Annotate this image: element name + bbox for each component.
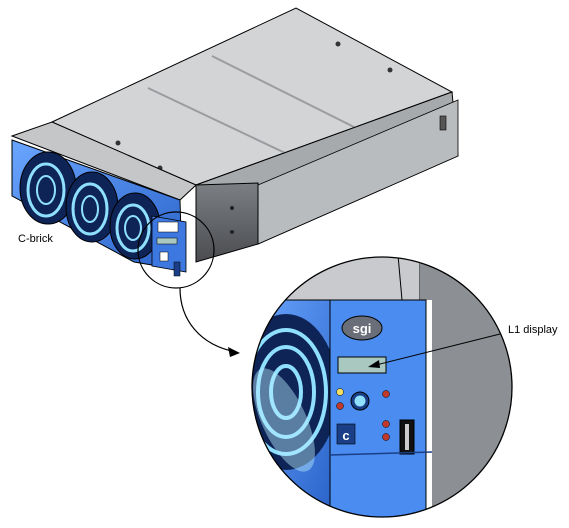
sgi-logo-badge (341, 315, 383, 341)
chassis (10, 7, 459, 263)
callout-circle-small (137, 211, 215, 289)
brick-letter-text: c (342, 428, 349, 443)
callout-circle-zoom (251, 256, 513, 518)
handle-small (173, 261, 181, 277)
led-lower-1 (382, 420, 390, 428)
front-screw (230, 206, 234, 210)
led-lower-2 (382, 433, 390, 441)
led-right (382, 390, 390, 398)
bezel-top-lip (10, 121, 197, 201)
top-screw (335, 41, 341, 47)
top-seam-1 (147, 87, 301, 161)
callout-arrow (179, 287, 237, 353)
l1-display-small (156, 237, 178, 245)
c-brick-label: C-brick (18, 233, 53, 245)
top-seam-2 (211, 55, 361, 131)
fan (65, 171, 119, 243)
fan (109, 192, 161, 260)
l1-display-label: L1 display (508, 324, 558, 336)
l1-leader-arrowhead (368, 360, 380, 368)
brick-letter-badge (336, 423, 356, 445)
led-red (336, 402, 344, 410)
top-screw (115, 140, 121, 146)
reset-button (354, 395, 366, 407)
top-screw (387, 67, 393, 73)
sgi-logo-text: sgi (353, 321, 372, 336)
led-yellow (336, 388, 344, 396)
side-latch (439, 115, 447, 131)
front-screw (230, 230, 234, 234)
zoom-view (252, 257, 512, 517)
control-panel-zoomed (329, 299, 427, 517)
callout-arrowhead (228, 347, 240, 357)
chassis-front (195, 182, 259, 263)
sgi-logo-small (157, 221, 179, 233)
l1-display-lcd (337, 356, 387, 374)
brick-badge-small (159, 251, 169, 262)
fan (19, 151, 77, 225)
l1-leader-line (371, 333, 501, 367)
